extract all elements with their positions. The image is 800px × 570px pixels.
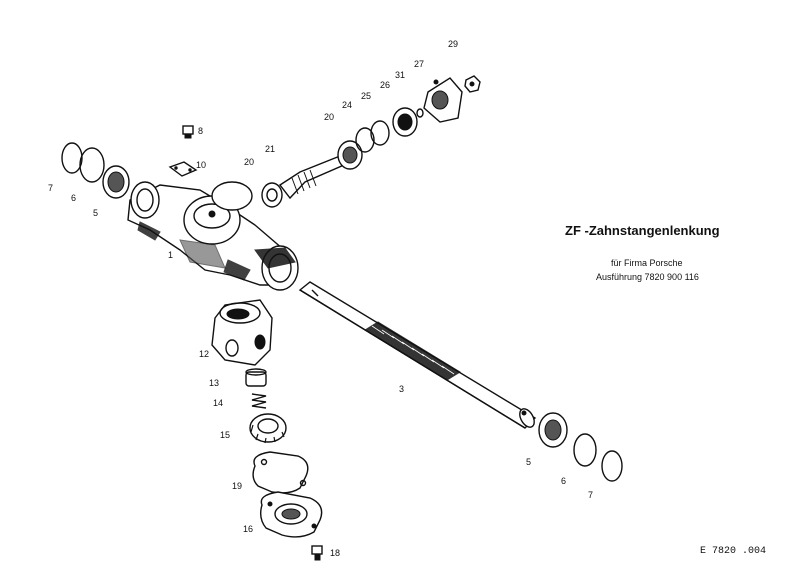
cover-plate-part-10 — [168, 161, 198, 177]
rack-bar-part-3 — [298, 281, 537, 429]
subtitle-line-2: Ausführung 7820 900 116 — [596, 272, 699, 282]
label-20-top: 20 — [324, 112, 334, 122]
label-31: 31 — [395, 70, 405, 80]
label-6-left: 6 — [71, 193, 76, 203]
label-7-right: 7 — [588, 490, 593, 500]
label-24: 24 — [342, 100, 352, 110]
housing-part-1 — [127, 181, 299, 291]
label-25: 25 — [361, 91, 371, 101]
label-29: 29 — [448, 39, 458, 49]
subtitle-line-1: für Firma Porsche — [611, 258, 683, 268]
label-20-mid: 20 — [244, 157, 254, 167]
label-13: 13 — [209, 378, 219, 388]
label-6-right: 6 — [561, 476, 566, 486]
label-7-left: 7 — [48, 183, 53, 193]
label-18: 18 — [330, 548, 340, 558]
drawing-reference: E 7820 .004 — [700, 546, 766, 557]
label-14: 14 — [213, 398, 223, 408]
bolt-part-18 — [311, 545, 323, 561]
spring-part-14 — [251, 393, 267, 409]
label-12: 12 — [199, 349, 209, 359]
label-19: 19 — [232, 481, 242, 491]
gasket-part-19 — [252, 451, 309, 494]
label-10: 10 — [196, 160, 206, 170]
label-1: 1 — [168, 250, 173, 260]
screw-part-8 — [182, 125, 194, 139]
label-5-left: 5 — [93, 208, 98, 218]
left-ring-set — [61, 142, 130, 199]
diagram-title: ZF -Zahnstangenlenkung — [565, 223, 720, 238]
right-ring-set — [538, 412, 623, 482]
label-21: 21 — [265, 144, 275, 154]
pinion-assembly — [261, 75, 481, 208]
label-16: 16 — [243, 524, 253, 534]
label-27: 27 — [414, 59, 424, 69]
label-8: 8 — [198, 126, 203, 136]
plunger-part-13 — [245, 368, 267, 387]
yoke-housing-part-12 — [211, 299, 273, 366]
label-5-right: 5 — [526, 457, 531, 467]
label-3: 3 — [399, 384, 404, 394]
part-number-labels: 29 27 31 26 25 24 20 8 21 20 10 7 6 5 1 … — [48, 39, 593, 558]
label-26: 26 — [380, 80, 390, 90]
label-15: 15 — [220, 430, 230, 440]
adjuster-part-15 — [249, 413, 287, 444]
cover-part-16 — [259, 491, 323, 538]
